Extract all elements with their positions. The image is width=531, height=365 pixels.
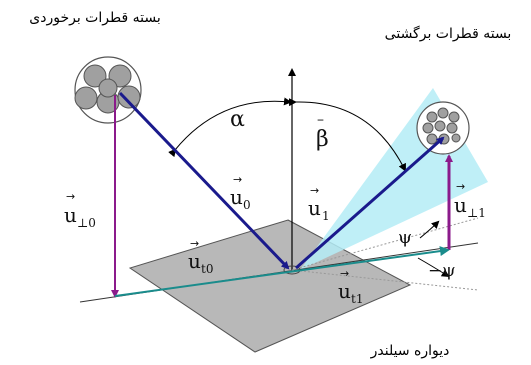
svg-text:1: 1: [322, 209, 330, 223]
uperp0-label: → u ⊥0: [64, 190, 96, 230]
svg-text:⊥0: ⊥0: [77, 216, 96, 230]
svg-text:⊥1: ⊥1: [467, 206, 486, 220]
cylinder-wall-label: دیواره سیلندر: [370, 343, 450, 359]
incident-vector-u0: [118, 91, 290, 270]
incident-droplet-bundle: [74, 56, 142, 124]
psi-arc-upper: [419, 220, 440, 239]
svg-text:u: u: [188, 249, 201, 273]
alpha-label: α: [230, 107, 245, 132]
svg-text:u: u: [454, 193, 467, 217]
projection-line-upper: [291, 217, 479, 271]
reflected-droplet-bundle: [416, 101, 470, 155]
uperp1-label: → u ⊥1: [454, 180, 486, 220]
ut0-label: → u t0: [188, 237, 213, 276]
psi-lower-label: −ψ: [428, 261, 456, 281]
svg-text:→: →: [340, 267, 349, 280]
u1-label: → u 1: [308, 184, 330, 223]
ut1-label: → u t1: [338, 267, 363, 306]
svg-text:u: u: [230, 185, 243, 209]
svg-text:0: 0: [243, 198, 251, 212]
incident-bundle-label: بسته قطرات برخوردی: [29, 10, 160, 26]
reflected-bundle-label: بسته قطرات برگشتی: [385, 25, 512, 42]
tangent-vector: [114, 246, 450, 297]
svg-text:→: →: [310, 184, 319, 197]
reflected-vector-u1: [295, 136, 445, 270]
svg-text:t0: t0: [201, 262, 213, 276]
svg-text:u: u: [64, 203, 77, 227]
beta-arc: [288, 98, 406, 172]
svg-text:→: →: [190, 237, 199, 250]
svg-text:→: →: [456, 180, 465, 193]
alpha-arc: [168, 97, 292, 158]
cylinder-wall-plate: [128, 219, 412, 353]
beta-label: β: [316, 127, 329, 152]
psi-arc-lower: [417, 257, 450, 278]
svg-text:u: u: [308, 196, 321, 220]
psi-upper-label: ψ: [398, 227, 412, 248]
svg-text:→: →: [66, 190, 75, 203]
projection-line-lower: [291, 269, 479, 291]
svg-text:u: u: [338, 279, 351, 303]
u0-label: → u 0: [230, 173, 251, 212]
svg-text:→: →: [233, 173, 242, 186]
svg-text:t1: t1: [351, 292, 363, 306]
beta-dash: –: [317, 112, 324, 128]
